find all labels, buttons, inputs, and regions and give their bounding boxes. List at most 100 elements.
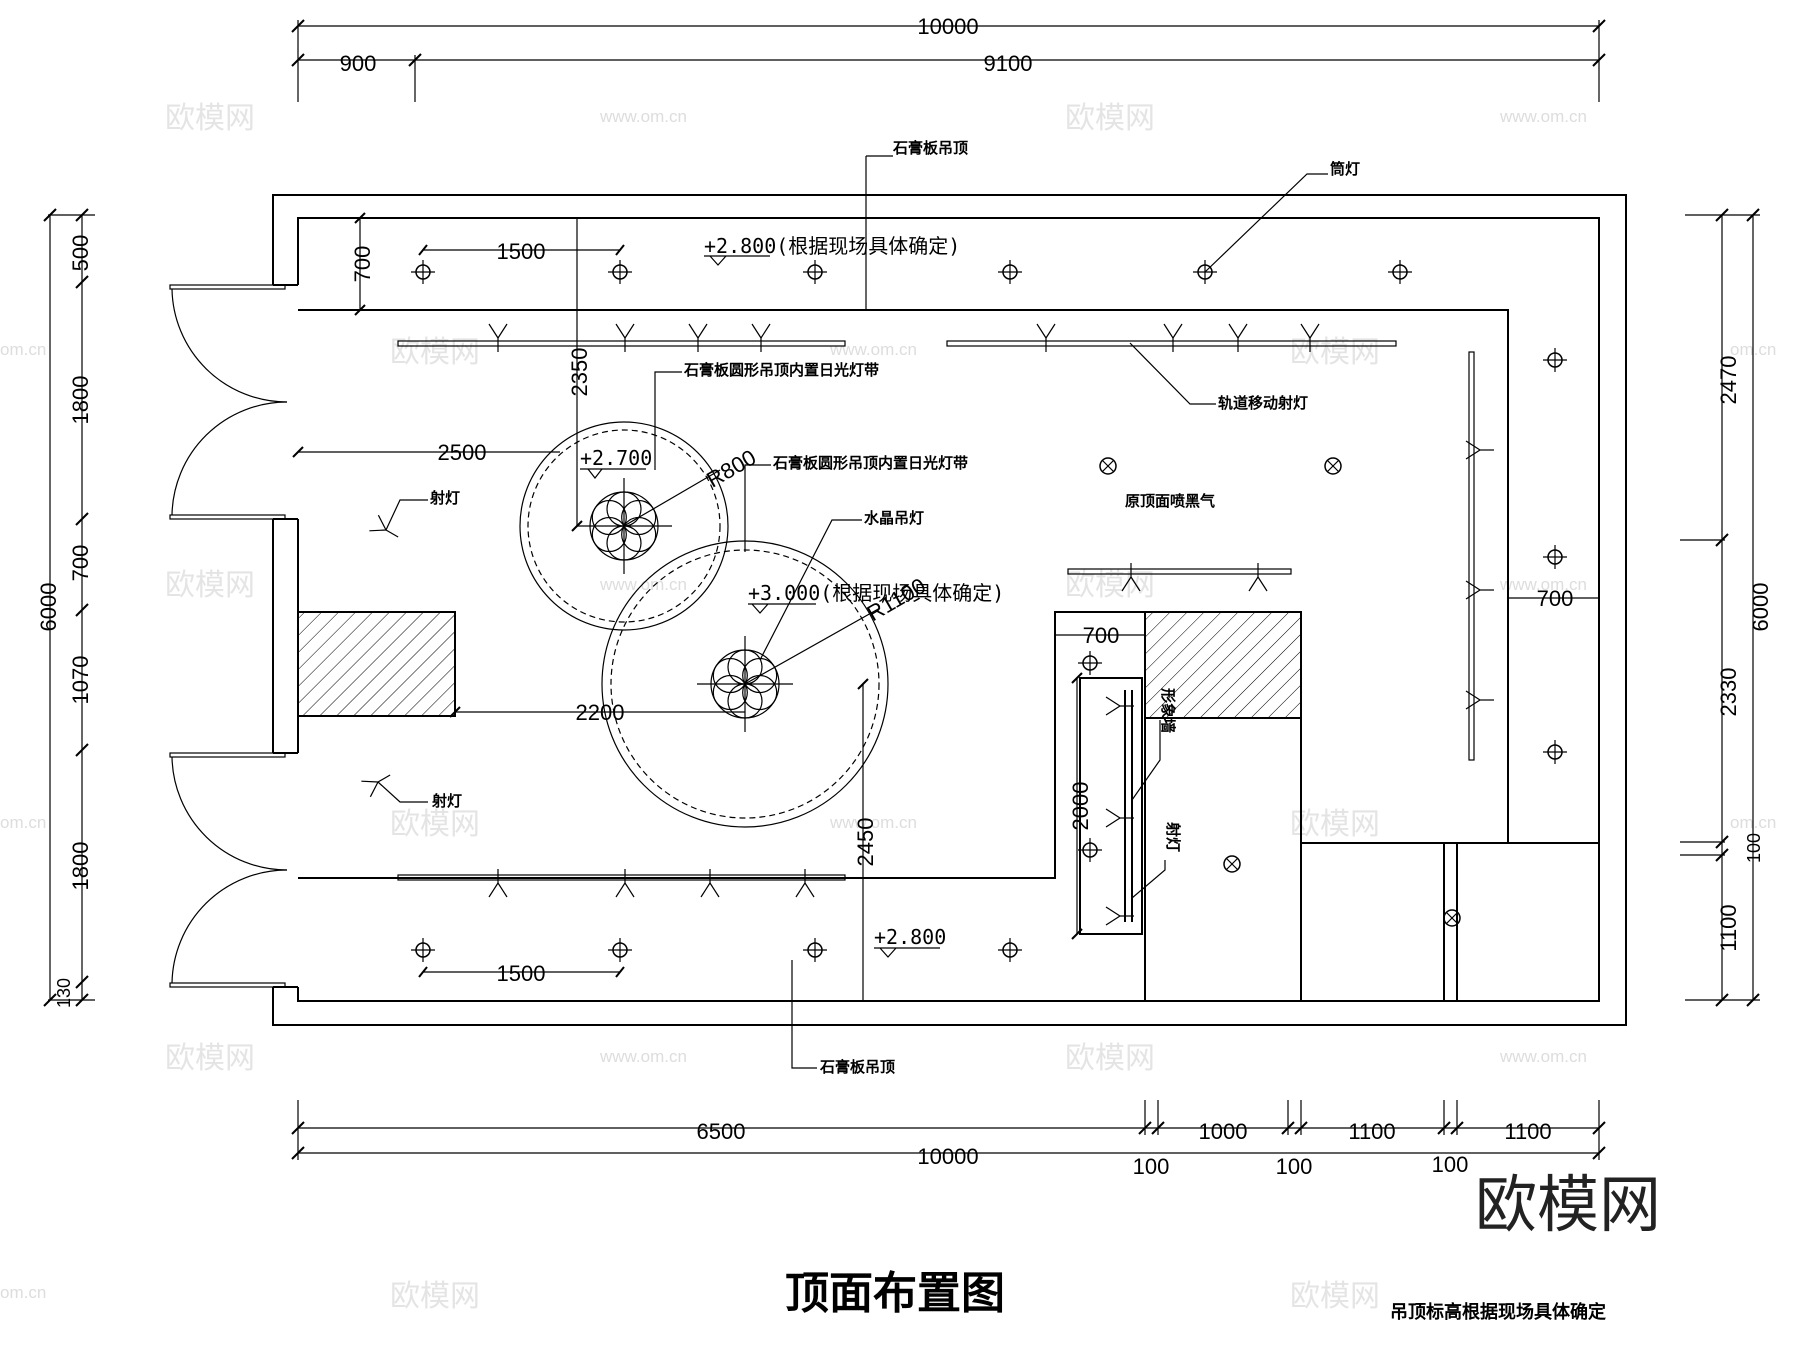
watermark-logo: 欧模网 <box>390 335 480 370</box>
level-top: +2.800(根据现场具体确定) <box>704 234 960 258</box>
dim-700-top: 700 <box>350 246 375 283</box>
dim-right-seg-4: 1100 <box>1716 904 1741 951</box>
label-black-spray: 原顶面喷黑气 <box>1125 492 1215 510</box>
watermark-url: om.cn <box>0 340 46 359</box>
dim-bottom-small-3: 100 <box>1432 1152 1469 1177</box>
downlight-icon <box>1077 837 1103 863</box>
spotlight-icon <box>1465 690 1495 710</box>
page-title: 顶面布置图 <box>785 1268 1005 1319</box>
spotlight-icon <box>615 323 635 353</box>
downlight-icon <box>802 937 828 963</box>
label-gypsum-ceiling-bottom: 石膏板吊顶 <box>819 1058 895 1076</box>
level-marks: +2.800(根据现场具体确定) +2.700 +3.000(根据现场具体确定)… <box>580 234 1004 958</box>
round-ceilings <box>519 421 889 828</box>
downlight-icon <box>997 937 1023 963</box>
ceiling-structure <box>297 309 1599 1001</box>
downlight-icon <box>997 259 1023 285</box>
watermark-logo: 欧模网 <box>165 568 255 603</box>
level-circle-big: +3.000(根据现场具体确定) <box>748 581 1004 605</box>
annotations: 石膏板吊顶 筒灯 石膏板圆形吊顶内置日光灯带 石膏板圆形吊顶内置日光灯带 轨道移… <box>377 139 1360 1076</box>
watermark-logo: 欧模网 <box>1065 101 1155 136</box>
downlight-icon <box>607 937 633 963</box>
downlight-icon <box>1542 739 1568 765</box>
brand-logo: 欧模网 <box>1475 1168 1661 1241</box>
watermark-logo: 欧模网 <box>1290 1279 1380 1314</box>
watermark-url: www.om.cn <box>1499 107 1587 126</box>
dim-bottom-4: 1100 <box>1504 1119 1551 1144</box>
dim-2450: 2450 <box>853 818 878 867</box>
spotlight-icon <box>1105 696 1135 716</box>
dim-1500-top: 1500 <box>497 239 546 264</box>
downlight-icon <box>1387 259 1413 285</box>
dim-2000: 2000 <box>1068 782 1093 831</box>
left-dimensions: 6000 500 1800 700 1070 1800 130 <box>36 208 95 1008</box>
spotlight-icon <box>700 868 720 898</box>
downlight-icon <box>802 259 828 285</box>
watermark-logo: 欧模网 <box>165 1041 255 1076</box>
dim-left-total: 6000 <box>36 583 61 632</box>
spotlight-icon <box>1163 323 1183 353</box>
footnote: 吊顶标高根据现场具体确定 <box>1390 1301 1606 1323</box>
watermark-logo: 欧模网 <box>1290 335 1380 370</box>
watermark-url: www.om.cn <box>829 813 917 832</box>
downlight-icon <box>1542 347 1568 373</box>
dim-top-left: 900 <box>340 51 377 76</box>
right-dimensions: 2470 2330 100 1100 6000 <box>1680 208 1773 1007</box>
label-spotlight-1: 射灯 <box>429 489 460 507</box>
dim-top-right: 9100 <box>984 51 1033 76</box>
spotlight-icon <box>488 868 508 898</box>
top-dimensions: 10000 900 9100 <box>291 14 1606 102</box>
dim-bottom-small-2: 100 <box>1276 1154 1313 1179</box>
label-spotlight-2: 射灯 <box>431 792 462 810</box>
watermark-url: www.om.cn <box>599 1047 687 1066</box>
dim-1500-bottom: 1500 <box>497 961 546 986</box>
dim-bottom-2: 1000 <box>1199 1119 1248 1144</box>
spotlight-icon <box>1105 906 1135 926</box>
dim-left-seg-6: 130 <box>54 978 74 1008</box>
dim-right-seg-3: 100 <box>1744 833 1764 863</box>
dim-bottom-1: 6500 <box>697 1119 746 1144</box>
dim-right-seg-2: 2330 <box>1716 668 1741 717</box>
dim-left-seg-5: 1800 <box>68 842 93 891</box>
label-round-ceiling-1: 石膏板圆形吊顶内置日光灯带 <box>683 361 879 379</box>
spotlight-icon <box>1036 323 1056 353</box>
watermark-url: www.om.cn <box>599 107 687 126</box>
light-fixture-icon <box>1324 457 1342 475</box>
watermark-logo: 欧模网 <box>1290 807 1380 842</box>
downlight-icon <box>1077 650 1103 676</box>
dim-top-total: 10000 <box>917 14 978 39</box>
downlight-icon <box>410 937 436 963</box>
watermark-logo: 欧模网 <box>1065 568 1155 603</box>
spotlight-icon <box>1465 440 1495 460</box>
spotlight-icon <box>615 868 635 898</box>
spotlight-icon <box>488 323 508 353</box>
level-bottom: +2.800 <box>874 925 946 949</box>
watermark-url: www.om.cn <box>1499 575 1587 594</box>
spotlight-icon <box>1248 562 1268 592</box>
spotlight-icon <box>1228 323 1248 353</box>
light-fixture-icon <box>1099 457 1117 475</box>
spotlight-icon <box>688 323 708 353</box>
bottom-dimensions: 6500 1000 1100 1100 10000 100 100 100 <box>291 1100 1606 1179</box>
label-round-ceiling-2: 石膏板圆形吊顶内置日光灯带 <box>772 454 968 472</box>
dim-left-seg-3: 700 <box>68 545 93 582</box>
watermark-logo: 欧模网 <box>390 1279 480 1314</box>
label-gypsum-ceiling-top: 石膏板吊顶 <box>892 139 968 157</box>
watermark-url: www.om.cn <box>829 340 917 359</box>
inner-dimensions: 1500 1500 700 2350 2500 2200 2450 700 20… <box>292 212 1599 1001</box>
radius-r800: R800 <box>702 445 760 493</box>
dim-700-b: 700 <box>1083 623 1120 648</box>
dim-bottom-total: 10000 <box>917 1144 978 1169</box>
downlight-icon <box>410 259 436 285</box>
spotlight-icon <box>1465 580 1495 600</box>
label-track-light: 轨道移动射灯 <box>1218 394 1308 412</box>
dim-left-seg-2: 1800 <box>68 376 93 425</box>
dim-right-seg-1: 2470 <box>1716 356 1741 405</box>
dim-left-seg-1: 500 <box>68 235 93 272</box>
dim-right-total: 6000 <box>1748 583 1773 632</box>
light-fixture-icon <box>1223 855 1241 873</box>
watermark-logo: 欧模网 <box>390 807 480 842</box>
downlight-icon <box>607 259 633 285</box>
dim-700-right: 700 <box>1537 586 1574 611</box>
